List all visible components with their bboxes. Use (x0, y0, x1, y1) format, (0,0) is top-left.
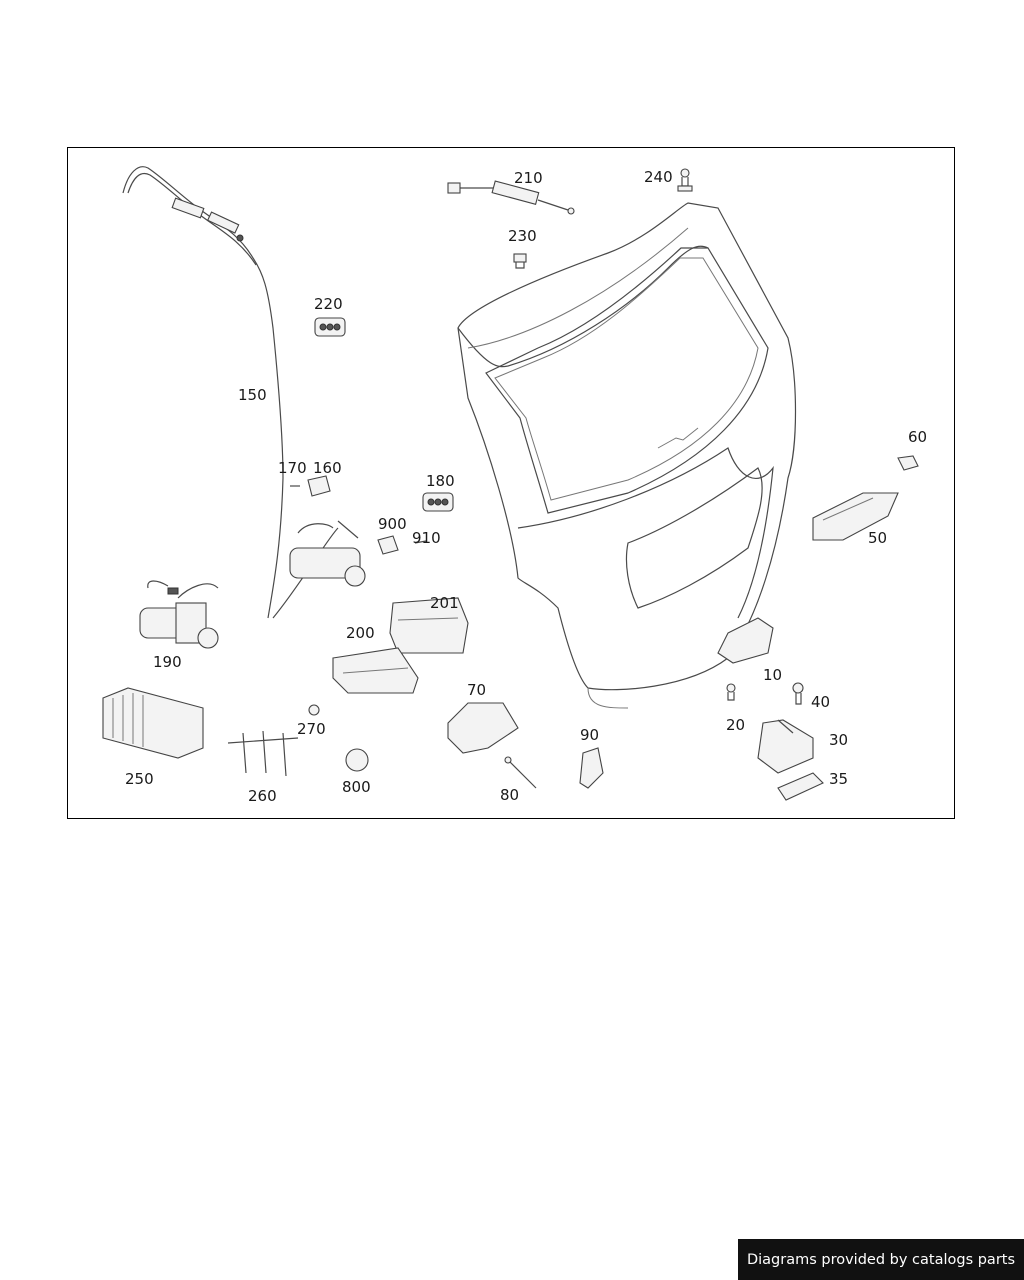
label-250: 250 (125, 770, 154, 788)
nut-part-270 (308, 704, 320, 716)
label-220: 220 (314, 295, 343, 313)
label-201: 201 (430, 594, 459, 612)
label-240: 240 (644, 168, 673, 186)
label-80: 80 (500, 786, 520, 804)
label-190: 190 (153, 653, 182, 671)
control-unit-part-250 (102, 687, 204, 759)
label-50: 50 (868, 529, 888, 547)
label-150: 150 (238, 386, 267, 404)
label-60: 60 (908, 428, 928, 446)
label-230: 230 (508, 227, 537, 245)
label-30: 30 (829, 731, 849, 749)
parts-diagram-drawing (102, 166, 919, 801)
parts-diagram-frame: 150 160 170 180 190 200 201 210 220 230 … (67, 147, 955, 819)
label-35: 35 (829, 770, 849, 788)
label-260: 260 (248, 787, 277, 805)
cover-part-200 (332, 647, 419, 694)
actuator-assembly-part (289, 475, 427, 587)
label-170: 170 (278, 459, 307, 477)
cover-part-201 (389, 597, 469, 654)
watermark-banner: Diagrams provided by catalogs parts (738, 1239, 1024, 1280)
clip-set-part-260 (227, 730, 299, 777)
bolt-part-240 (677, 168, 693, 192)
light-part-50 (812, 492, 899, 541)
striker-part-30 (757, 719, 814, 774)
label-160: 160 (313, 459, 342, 477)
label-210: 210 (514, 169, 543, 187)
connector-part-180 (422, 492, 454, 512)
label-910: 910 (412, 529, 441, 547)
label-200: 200 (346, 624, 375, 642)
latch-part-10 (717, 617, 774, 664)
label-90: 90 (580, 726, 600, 744)
label-70: 70 (467, 681, 487, 699)
bolt-part-230 (513, 253, 527, 269)
handle-part-70 (447, 702, 519, 754)
plate-part-35 (777, 772, 824, 801)
label-800: 800 (342, 778, 371, 796)
label-900: 900 (378, 515, 407, 533)
label-20: 20 (726, 716, 746, 734)
label-40: 40 (811, 693, 831, 711)
screw-part-40 (792, 682, 804, 705)
label-180: 180 (426, 472, 455, 490)
gas-strut-part (447, 180, 575, 215)
connector-part-220 (314, 317, 346, 337)
plug-part-800 (345, 748, 369, 772)
bolt-part-20 (726, 683, 736, 701)
motor-part-190 (139, 580, 219, 649)
label-10: 10 (763, 666, 783, 684)
fastener-part-60 (897, 455, 919, 471)
screw-part-80 (504, 756, 537, 789)
label-270: 270 (297, 720, 326, 738)
bracket-part-90 (579, 747, 604, 789)
